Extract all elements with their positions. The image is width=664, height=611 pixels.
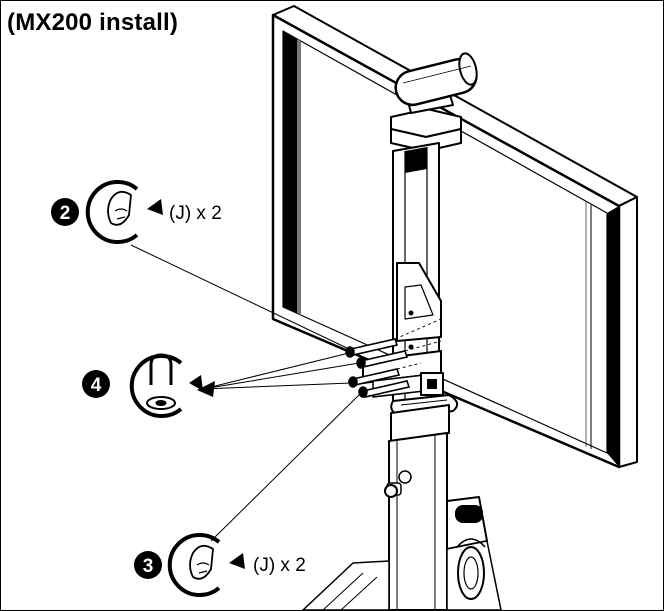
screw-upper-right	[356, 350, 409, 369]
step-2-badge	[51, 198, 79, 226]
step-4-number: 4	[91, 375, 102, 396]
step-2-number: 2	[60, 203, 71, 224]
step-3-label: (J) x 2	[253, 555, 306, 576]
screw-lower-left	[348, 368, 401, 388]
alignment-guides	[394, 318, 442, 370]
thumbscrew-tighten-icon	[129, 353, 203, 418]
screw-lower-right	[358, 380, 411, 398]
mount-column	[362, 142, 459, 442]
step-2-label: (J) x 2	[169, 203, 222, 224]
leader-lines	[130, 244, 362, 542]
callout-step-4: 4	[82, 353, 203, 418]
mounting-screws	[345, 338, 411, 398]
diagram-title: (MX200 install)	[7, 9, 179, 36]
callout-step-3: 3 (J) x 2	[134, 533, 306, 597]
hand-rotate-screw-icon	[85, 180, 163, 244]
step-4-badge	[82, 370, 110, 398]
leader-arrowheads	[197, 381, 215, 397]
step-3-badge	[134, 551, 162, 579]
hand-rotate-screw-icon	[167, 533, 245, 597]
step-3-number: 3	[143, 556, 154, 577]
screw-upper-left	[345, 338, 399, 358]
camera	[390, 52, 478, 152]
floor-stand-pole	[302, 432, 502, 610]
callout-step-2: 2 (J) x 2	[51, 180, 222, 244]
